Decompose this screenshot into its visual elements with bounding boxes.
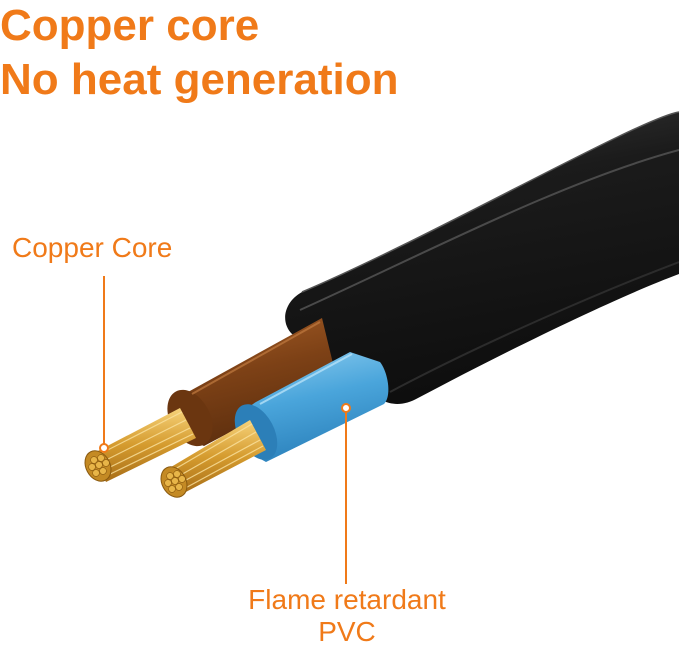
copper-strands-blue [160, 420, 266, 498]
cable-jacket [285, 111, 679, 404]
copper-strands-brown [84, 408, 196, 482]
headline-line-1: Copper core [0, 1, 260, 50]
headline-line-2: No heat generation [0, 55, 399, 104]
flame-retardant-label-line-1: Flame retardant [248, 584, 446, 615]
callout-line-pvc [341, 403, 351, 584]
copper-core-label: Copper Core [12, 232, 173, 263]
callout-line-copper [99, 276, 109, 453]
flame-retardant-label-line-2: PVC [318, 616, 376, 648]
flame-retardant-label: Flame retardant PVC [226, 584, 468, 648]
